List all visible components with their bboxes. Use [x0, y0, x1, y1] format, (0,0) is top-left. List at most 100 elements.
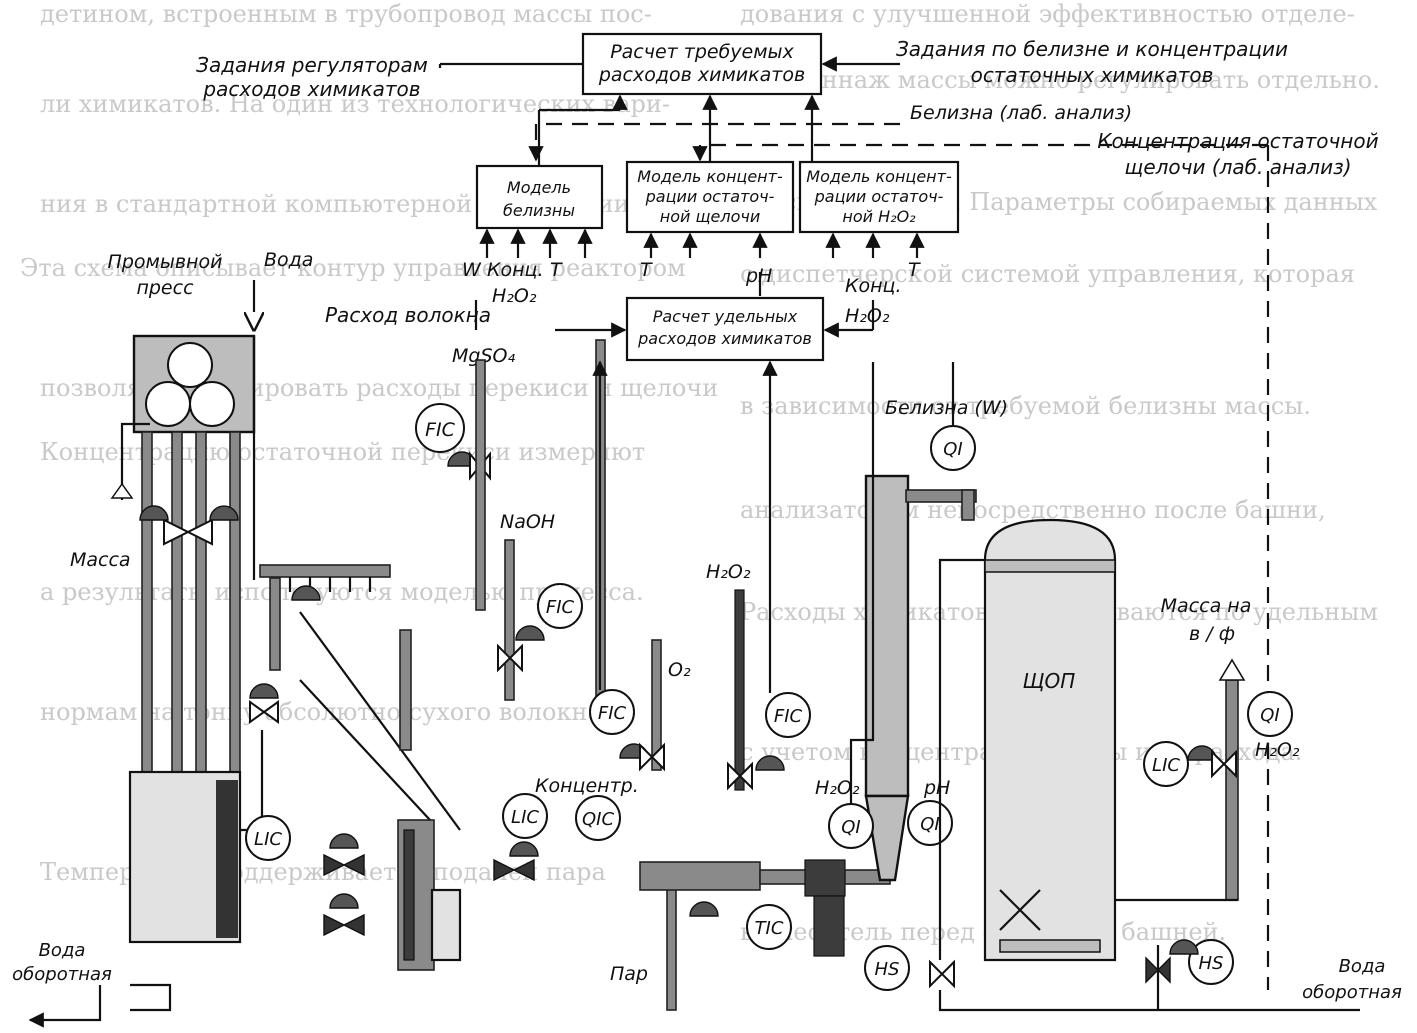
model-h2o2-line-2: рации остаточ- [814, 187, 944, 206]
brightness-tasks-line-1: Задания по белизне и концентрации [896, 37, 1288, 61]
qic-label: QIC [582, 809, 614, 830]
qi-out-label: QI [1260, 705, 1279, 726]
brightness-tasks-line-2: остаточных химикатов [971, 63, 1214, 87]
tic-label: TIC [755, 918, 784, 939]
model-h2o2-line-3: ной H₂O₂ [842, 207, 916, 226]
bg-line-11: Концентрацию остаточной перекиси измеряю… [40, 438, 645, 466]
model-alkali-line-1: Модель концент- [637, 167, 783, 186]
bg-line-3: ли химикатов. На один из технологических… [40, 90, 670, 118]
hs-2-label: HS [1199, 953, 1224, 974]
calc-required-line-1: Расчет требуемых [610, 41, 794, 63]
mass-label: Масса [70, 549, 131, 571]
lic-3-label: LIC [1152, 755, 1180, 776]
calc-required-box [581, 32, 823, 96]
bg-line-5: ния в стандартной компьютерной реализаци… [40, 190, 720, 218]
hs-1-valve[interactable] [929, 959, 955, 989]
bg-line-15: нормам на тонну абсолютно сухого волокна… [40, 698, 609, 726]
h2o2-feed-label: H₂O₂ [706, 561, 751, 583]
alkali-lab-line-1: Концентрация остаточной [1097, 129, 1378, 153]
concentration-label: Концентр. [535, 775, 639, 797]
control-system: Расчет требуемых расходов химикатов Моде… [196, 32, 1379, 990]
hs-1 [864, 945, 910, 991]
input-h2o2-label-2: H₂O₂ [845, 305, 890, 327]
fic-2-label: FIC [546, 597, 575, 618]
model-brightness-box [475, 164, 604, 230]
naoh-label: NaOH [500, 511, 555, 533]
input-conc-label: Конц. [487, 259, 544, 281]
calc-required-line-2: расходов химикатов [598, 64, 805, 86]
bg-line-12: анализатором непосредственно после башни… [740, 496, 1326, 524]
fiber-flow-label: Расход волокна [325, 303, 491, 327]
lic-2-label: LIC [511, 807, 539, 828]
regulator-tasks-line-1: Задания регуляторам [196, 53, 428, 77]
recycle-water-right-line-2: оборотная [1302, 982, 1402, 1003]
press-valve[interactable] [163, 518, 213, 546]
h2o2-meas-label: H₂O₂ [815, 777, 860, 799]
lic-2 [502, 793, 548, 839]
qic [575, 795, 621, 841]
recycle-water-right-line-1: Вода [1339, 956, 1386, 977]
bg-line-18: в смеситель перед отбельной башней. [740, 918, 1226, 946]
bg-line-8: с диспетчерской системой управления, кот… [740, 260, 1355, 288]
fic-2 [537, 583, 583, 629]
recycle-water-left-line-2: оборотная [12, 964, 112, 985]
bleach-tower [983, 518, 1117, 962]
input-conc-label-2: Конц. [845, 275, 902, 297]
pump [804, 859, 846, 897]
input-w-label: W [462, 259, 482, 281]
mgso4-label: MgSO₄ [452, 345, 515, 367]
input-t-label-3: T [908, 259, 921, 281]
fic-1 [415, 403, 465, 453]
fic-3 [589, 689, 635, 735]
mass-out-line-2: в / ф [1189, 623, 1235, 645]
h2o2-out-label: H₂O₂ [1255, 739, 1300, 761]
model-brightness-line-2: белизны [503, 201, 575, 220]
qi-ph-label: QI [920, 814, 939, 835]
recycle-water-left-line-1: Вода [39, 940, 86, 961]
dashed-alkali-lab [692, 143, 1090, 162]
wash-press-line-1: Промывной [108, 251, 223, 273]
model-brightness-line-1: Модель [507, 178, 571, 197]
bg-line-2: дования с улучшенной эффективностью отде… [740, 0, 1355, 28]
fic-4 [765, 692, 811, 738]
model-h2o2-line-1: Модель концент- [806, 167, 952, 186]
input-h2o2-label: H₂O₂ [492, 285, 537, 307]
regulator-tasks-line-2: расходов химикатов [202, 77, 420, 101]
recycle-water-left-arrow [28, 985, 102, 1028]
dashed-brightness-lab [528, 122, 900, 162]
calc-specific-box [625, 296, 825, 362]
qi-out [1247, 691, 1293, 737]
fic-3-label: FIC [598, 703, 627, 724]
bg-line-1: детином, встроенным в трубопровод массы … [40, 0, 652, 28]
input-t-label-1: T [550, 259, 563, 281]
mass-out-line-1: Масса на [1161, 595, 1252, 617]
mixer [397, 819, 435, 971]
lic-1-label: LIC [254, 829, 282, 850]
alkali-lab-line-2: щелочи (лаб. анализ) [1124, 155, 1351, 179]
steam-label: Пар [610, 963, 648, 985]
wash-press-line-2: пресс [136, 277, 194, 299]
ph-meas-label: pH [923, 777, 950, 799]
signal-lines [252, 300, 955, 804]
input-ph-label: pH [745, 265, 772, 287]
model-h2o2-box [798, 160, 960, 234]
fic-4-label: FIC [774, 706, 803, 727]
qi-h2o2-label: QI [841, 817, 860, 838]
lic-3 [1143, 741, 1189, 787]
brightness-w-label: Белизна (W) [885, 397, 1008, 419]
hs-1-label: HS [875, 959, 900, 980]
fic-1-label: FIC [425, 419, 456, 441]
model-alkali-box [625, 160, 795, 234]
o2-label: O₂ [668, 659, 691, 681]
tic [746, 904, 792, 950]
model-alkali-line-2: рации остаточ- [645, 187, 775, 206]
calc-specific-line-1: Расчет удельных [653, 307, 798, 326]
steam-mixer [639, 861, 761, 891]
bg-line-4: ной тоннаж массы можно регулировать отде… [740, 66, 1380, 94]
hs-2 [1188, 939, 1234, 985]
qi-brightness-label: QI [943, 439, 962, 460]
water-label: Вода [264, 249, 313, 271]
bg-line-7: Эта схема описывает контур управления ре… [20, 254, 686, 282]
input-t-label-2: T [640, 259, 653, 281]
